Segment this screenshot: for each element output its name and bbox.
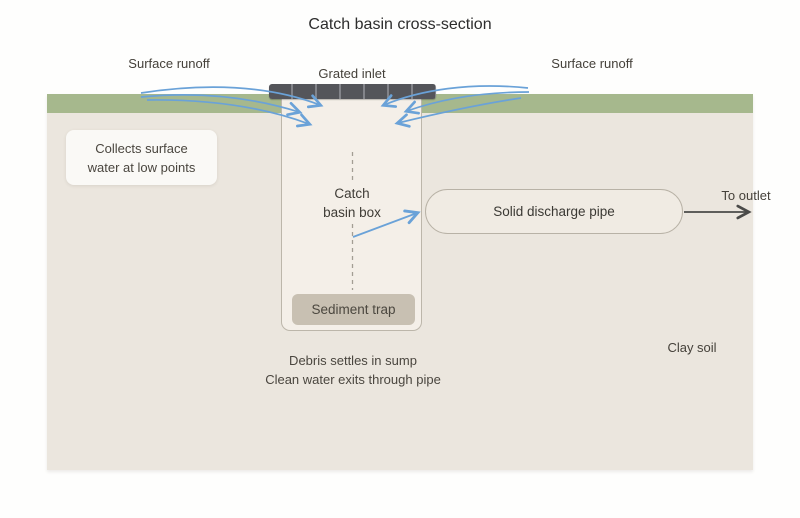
to-outlet-label: To outlet	[721, 188, 771, 203]
sediment-trap-label: Sediment trap	[311, 302, 396, 317]
grated-inlet-bar	[269, 84, 436, 99]
surface-runoff-left-label: Surface runoff	[128, 56, 210, 71]
sump-notes: Debris settles in sump Clean water exits…	[265, 351, 441, 389]
sediment-trap: Sediment trap	[292, 294, 415, 325]
solid-discharge-pipe: Solid discharge pipe	[425, 189, 683, 234]
surface-runoff-right-label: Surface runoff	[551, 56, 633, 71]
catch-basin-label: Catch basin box	[317, 183, 387, 223]
grated-inlet-label: Grated inlet	[318, 66, 386, 81]
catch-basin-label-line1: Catch	[334, 186, 370, 201]
clay-soil-label: Clay soil	[667, 340, 717, 355]
info-box-line2: water at low points	[87, 159, 196, 175]
info-box-collects: Collects surface water at low points	[66, 130, 217, 185]
page-title: Catch basin cross-section	[308, 16, 492, 33]
catch-basin-label-line2: basin box	[323, 205, 381, 220]
discharge-pipe-label: Solid discharge pipe	[493, 204, 615, 219]
info-box-line1: Collects surface	[95, 140, 188, 156]
sump-note-line2: Clean water exits through pipe	[265, 372, 441, 387]
sump-note-line1: Debris settles in sump	[289, 353, 417, 368]
